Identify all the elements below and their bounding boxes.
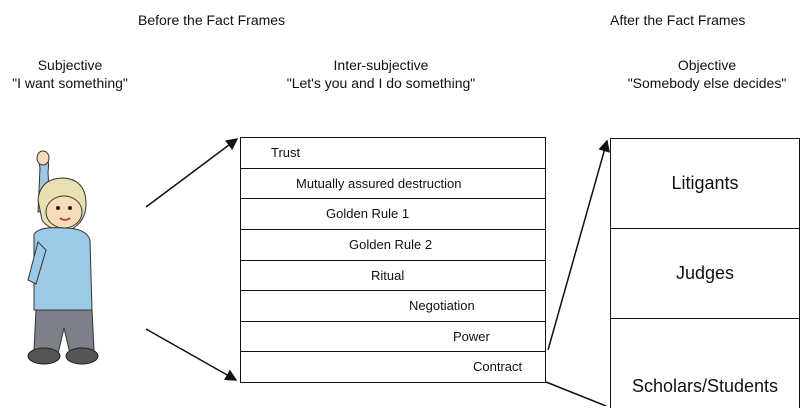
decider-cell: Scholars/Students bbox=[611, 319, 799, 409]
fact-frames-stack: Trust Mutually assured destruction Golde… bbox=[240, 137, 546, 383]
frame-row: Golden Rule 1 bbox=[241, 199, 545, 230]
deciders-box: Litigants Judges Scholars/Students bbox=[610, 138, 800, 408]
frame-label: Golden Rule 2 bbox=[349, 236, 433, 252]
frame-label: Contract bbox=[473, 359, 523, 375]
subjective-title: Subjective bbox=[37, 57, 103, 73]
decider-cell: Litigants bbox=[611, 139, 799, 229]
objective-title: Objective bbox=[677, 57, 737, 73]
arrow-to-stack-bottom bbox=[145, 328, 238, 381]
line-to-deciders-bottom bbox=[545, 381, 607, 406]
decider-cell: Judges bbox=[611, 229, 799, 319]
intersubjective-title: Inter-subjective bbox=[333, 57, 429, 73]
objective-quote: "Somebody else decides" bbox=[627, 75, 787, 91]
arrow-to-stack-top bbox=[145, 138, 239, 208]
objective-label: Objective "Somebody else decides" bbox=[604, 56, 810, 92]
frame-label: Power bbox=[453, 328, 490, 344]
decider-label: Scholars/Students bbox=[631, 376, 779, 396]
frame-row: Power bbox=[241, 322, 545, 353]
frame-row: Ritual bbox=[241, 261, 545, 292]
frame-label: Trust bbox=[271, 145, 301, 160]
after-header: After the Fact Frames bbox=[610, 12, 746, 28]
decider-label: Litigants bbox=[671, 173, 739, 193]
subjective-label: Subjective "I want something" bbox=[0, 56, 140, 92]
child-raising-hand-icon bbox=[27, 150, 99, 365]
arrow-to-deciders-top bbox=[547, 139, 610, 351]
frame-label: Golden Rule 1 bbox=[326, 206, 410, 222]
frame-row: Contract bbox=[241, 352, 545, 383]
frame-row: Mutually assured destruction bbox=[241, 169, 545, 200]
frame-row: Negotiation bbox=[241, 291, 545, 322]
frame-label: Ritual bbox=[371, 267, 405, 283]
subjective-quote: "I want something" bbox=[12, 75, 128, 91]
decider-label: Judges bbox=[675, 263, 735, 283]
frame-label: Mutually assured destruction bbox=[296, 175, 462, 191]
intersubjective-label: Inter-subjective "Let's you and I do som… bbox=[250, 56, 512, 92]
intersubjective-quote: "Let's you and I do something" bbox=[286, 75, 476, 91]
frame-label: Negotiation bbox=[409, 298, 475, 314]
before-header: Before the Fact Frames bbox=[138, 12, 286, 28]
frame-row: Trust bbox=[241, 138, 545, 169]
frame-row: Golden Rule 2 bbox=[241, 230, 545, 261]
